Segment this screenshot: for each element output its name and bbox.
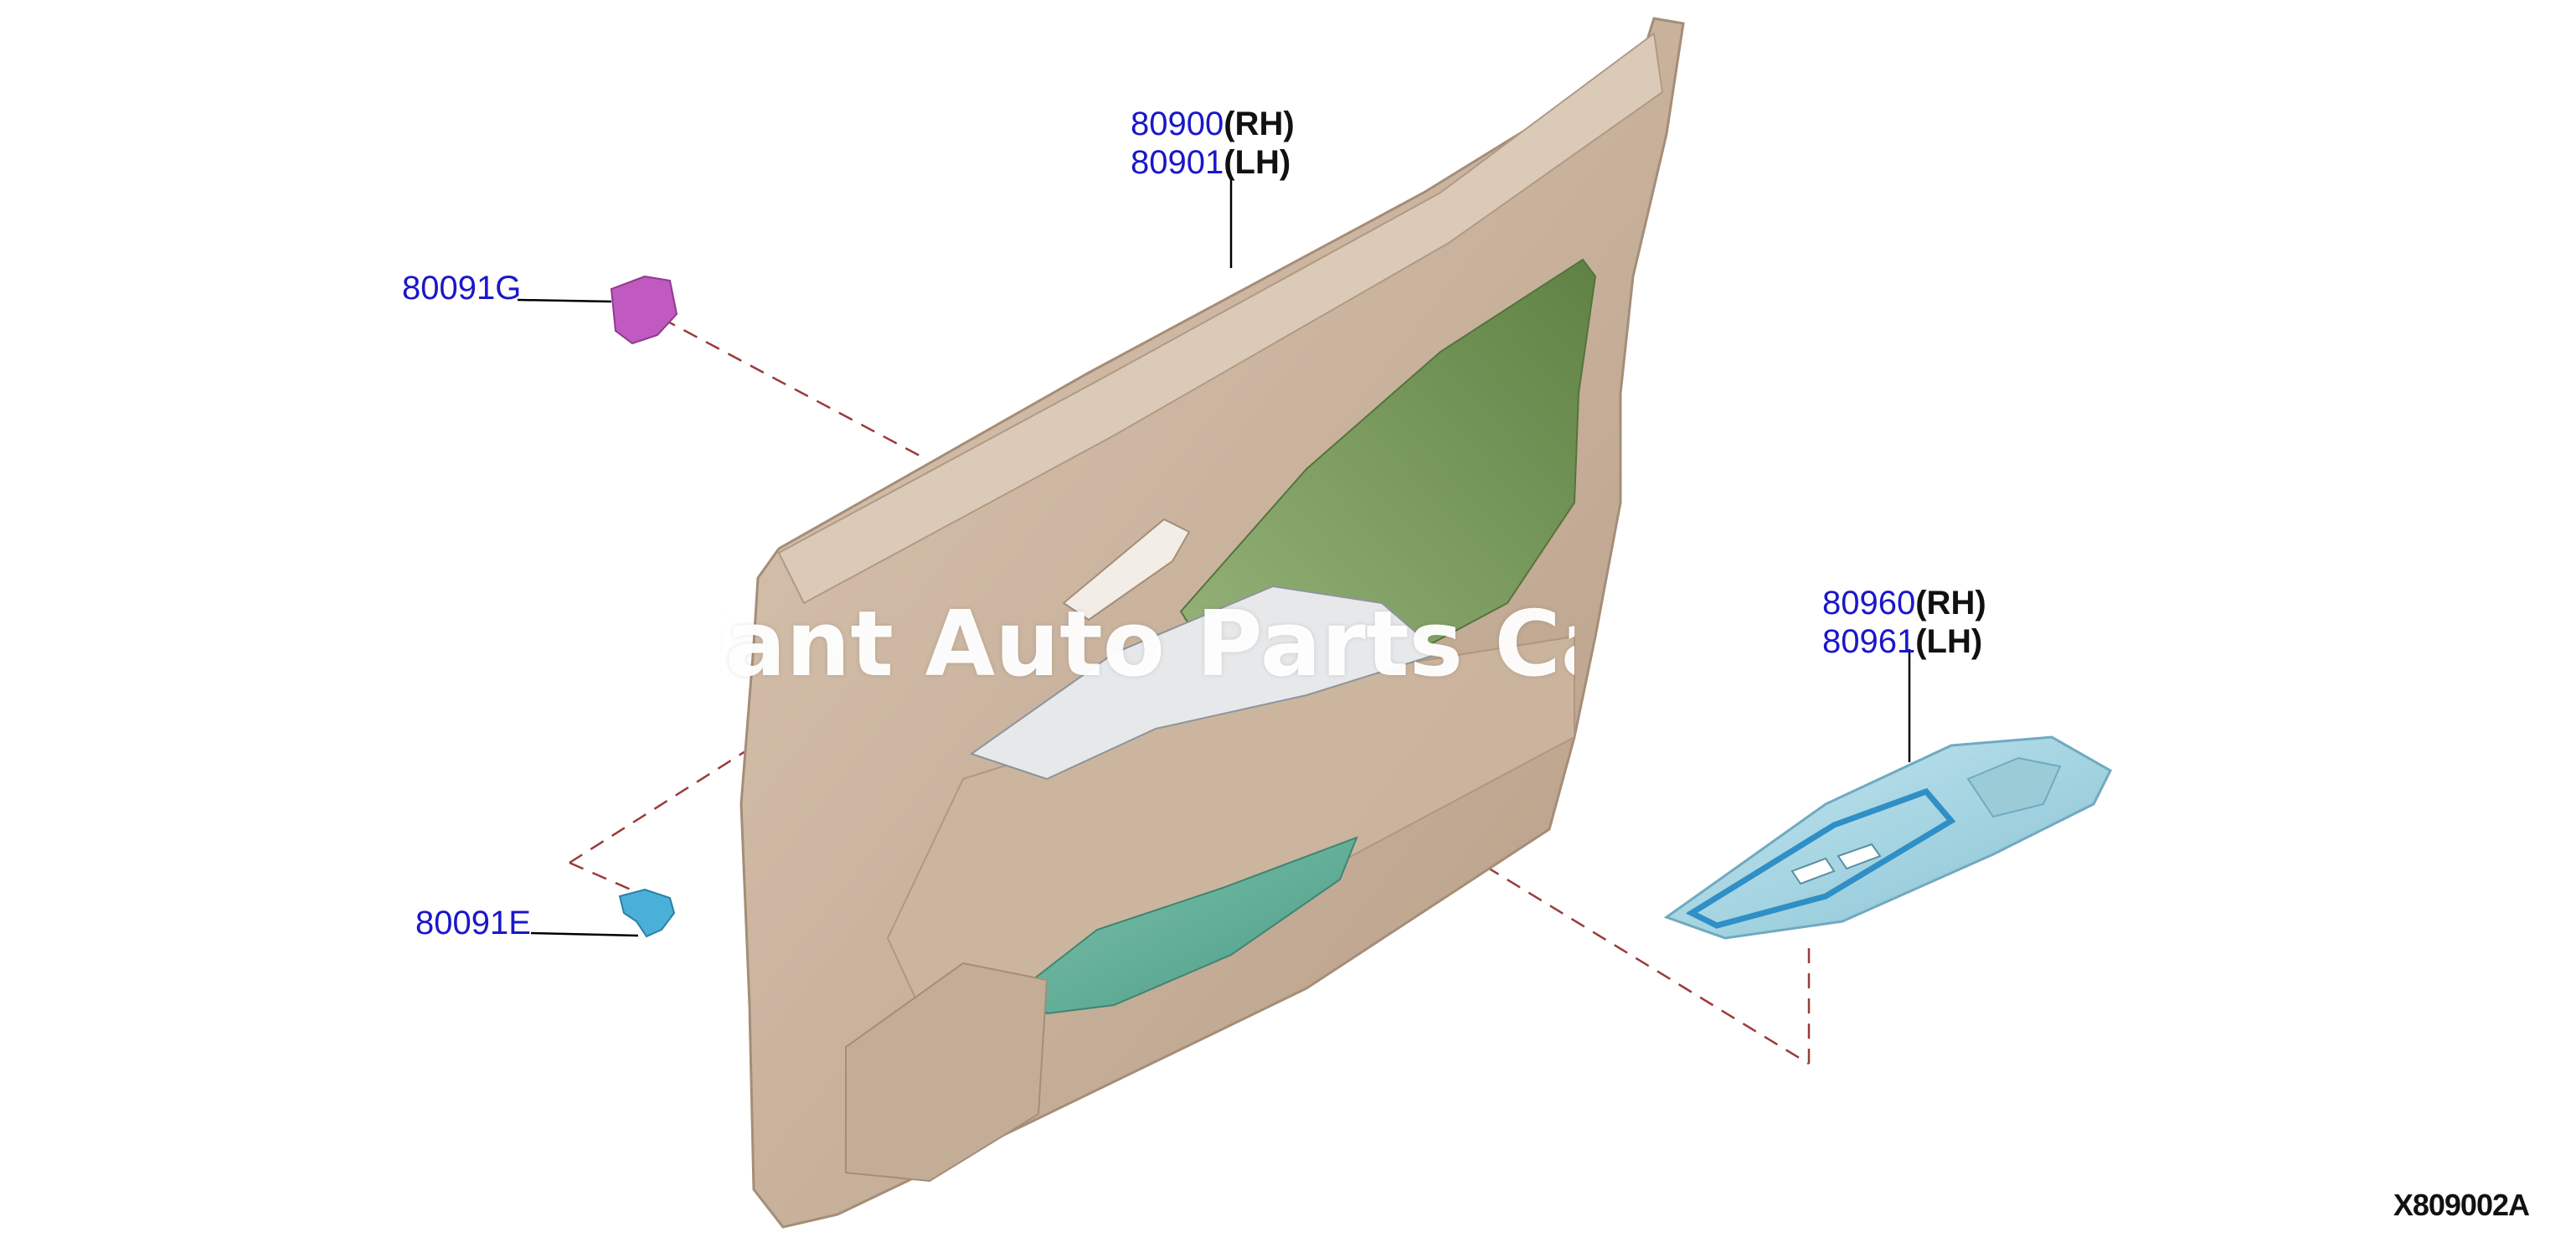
door-handle-recess	[1062, 518, 1191, 622]
side-rh-label-finisher: (RH)	[1915, 585, 1986, 622]
speaker-grille-area	[845, 962, 1048, 1183]
leader-clip-g	[517, 298, 612, 303]
part-number-80091g[interactable]: 80091G	[402, 270, 522, 307]
side-rh-label: (RH)	[1224, 106, 1295, 142]
leader-clip-e	[530, 931, 639, 937]
panel-top-rail	[777, 32, 1664, 605]
callout-finisher-lh: 80961(LH)	[1822, 623, 1982, 660]
switch-bezel-opening	[969, 585, 1443, 781]
part-number-80901[interactable]: 80901	[1131, 144, 1224, 181]
callout-leader-lines	[517, 176, 1911, 937]
finisher-switch-frame	[1685, 787, 1956, 929]
side-lh-label: (LH)	[1224, 144, 1291, 181]
dash-line-clip-g	[661, 317, 922, 458]
part-number-80900[interactable]: 80900	[1131, 106, 1224, 142]
part-number-80960[interactable]: 80960	[1822, 585, 1916, 622]
finisher-cup-recess	[1966, 756, 2062, 818]
callout-clip-e: 80091E	[415, 905, 531, 941]
clip-80091g-part	[610, 275, 678, 345]
door-trim-panel	[739, 17, 1685, 1229]
callout-clip-g: 80091G	[402, 270, 521, 307]
callout-panel-lh: 80901(LH)	[1131, 144, 1291, 181]
watermark-text: Giant Auto Parts Catalog	[720, 592, 1574, 697]
finisher-switch-button-b	[1837, 843, 1882, 870]
diagram-reference-code: X809002A	[2393, 1188, 2530, 1222]
lower-pocket	[1020, 836, 1358, 1015]
window-switch-finisher	[1663, 735, 2112, 940]
dash-line-clip-e-b	[569, 861, 637, 894]
part-number-80961[interactable]: 80961	[1822, 623, 1916, 660]
side-lh-label-finisher: (LH)	[1915, 623, 1983, 660]
callout-finisher-rh: 80960(RH)	[1822, 585, 1986, 622]
clip-80091e-part	[618, 888, 676, 938]
finisher-switch-button-a	[1790, 857, 1836, 885]
part-number-80091e[interactable]: 80091E	[415, 905, 531, 941]
callout-panel-rh: 80900(RH)	[1131, 106, 1295, 142]
